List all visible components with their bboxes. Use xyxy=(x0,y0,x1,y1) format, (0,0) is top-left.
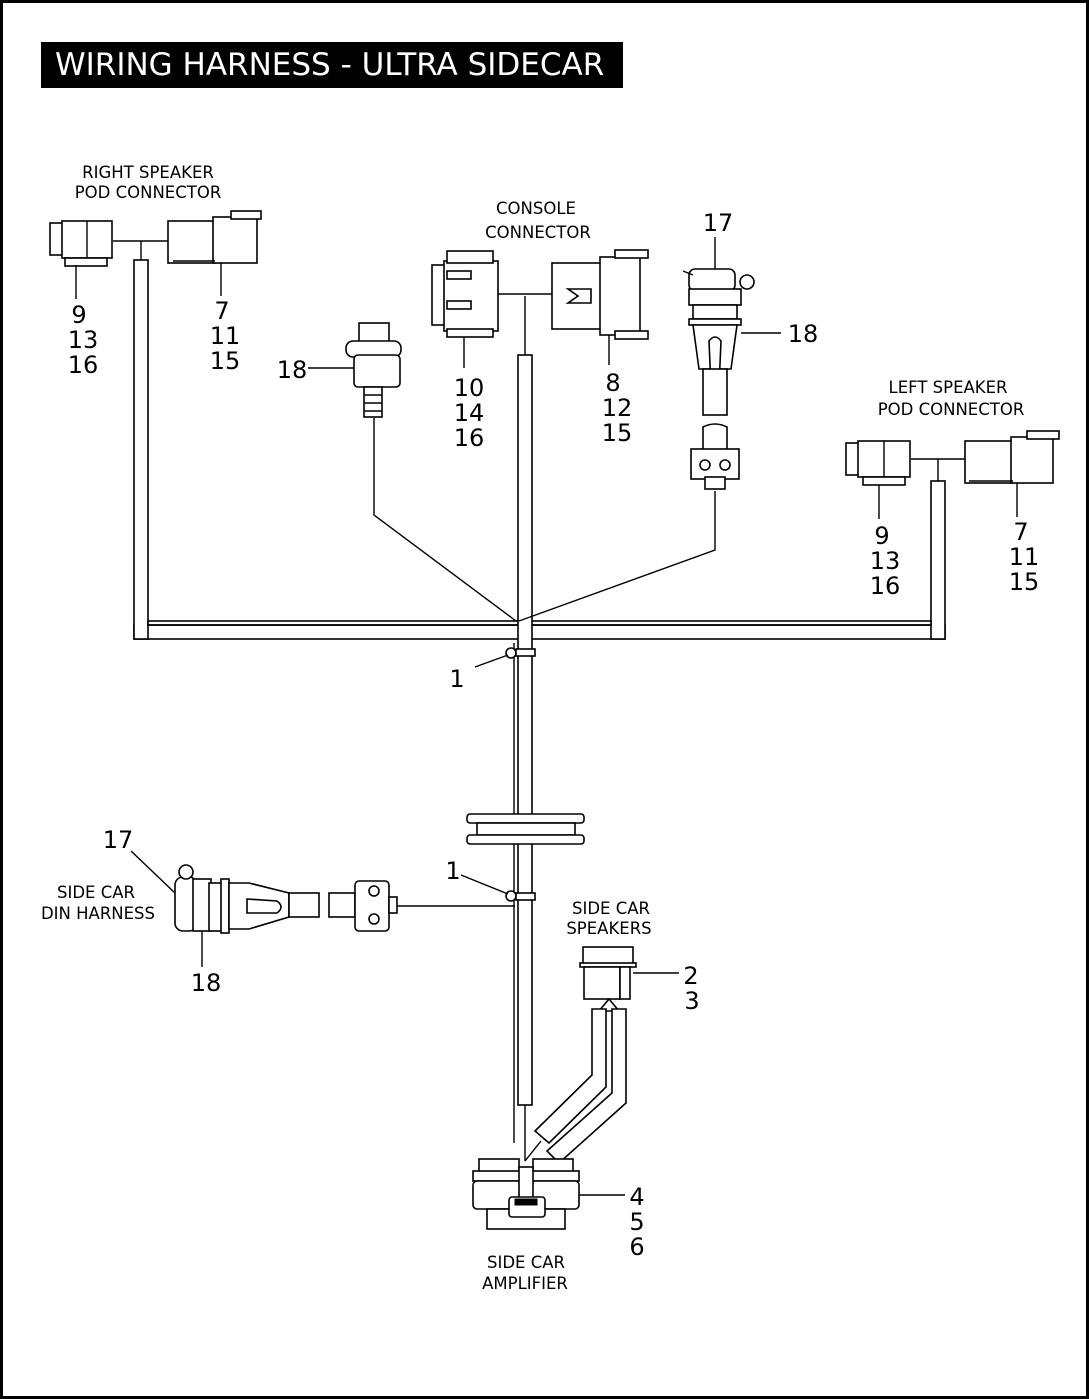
right-speaker-pod-connector xyxy=(49,210,262,299)
label-line: CONNECTOR xyxy=(485,223,591,242)
callout-number: 5 xyxy=(629,1208,644,1236)
callout-right-pod-left: 9 13 16 xyxy=(68,301,99,379)
label-side-car-speakers: SIDE CAR SPEAKERS xyxy=(566,899,651,938)
label-line: RIGHT SPEAKER xyxy=(82,163,214,182)
label-line: AMPLIFIER xyxy=(482,1274,568,1293)
callout-number: 7 xyxy=(214,297,229,325)
callout-din-top-17: 17 xyxy=(703,209,734,237)
label-line: SIDE CAR xyxy=(572,899,650,918)
callout-number: 9 xyxy=(71,301,86,329)
callout-number: 2 xyxy=(683,962,698,990)
callout-number: 15 xyxy=(1009,568,1040,596)
side-car-speakers xyxy=(533,946,679,1165)
callout-amplifier: 4 5 6 xyxy=(629,1183,644,1261)
callout-number: 16 xyxy=(870,572,901,600)
callout-number: 13 xyxy=(68,326,99,354)
callout-din-top-18: 18 xyxy=(788,320,819,348)
clip-lower xyxy=(460,874,536,902)
label-line: DIN HARNESS xyxy=(41,904,155,923)
small-connector-18 xyxy=(308,322,402,418)
callout-number: 16 xyxy=(68,351,99,379)
callout-left-pod-right: 7 11 15 xyxy=(1009,518,1040,596)
label-line: POD CONNECTOR xyxy=(75,183,222,202)
callout-small-18: 18 xyxy=(277,356,308,384)
callout-number: 10 xyxy=(454,374,485,402)
callout-number: 15 xyxy=(210,347,241,375)
label-line: LEFT SPEAKER xyxy=(889,378,1008,397)
callout-clip-upper: 1 xyxy=(449,665,464,693)
label-line: POD CONNECTOR xyxy=(878,400,1025,419)
label-side-car-amplifier: SIDE CAR AMPLIFIER xyxy=(482,1253,568,1293)
callout-speakers: 2 3 xyxy=(683,962,699,1015)
wiring-diagram: RIGHT SPEAKER POD CONNECTOR CONSOLE CONN… xyxy=(41,163,1060,1293)
label-line: SIDE CAR xyxy=(487,1253,565,1272)
callout-number: 13 xyxy=(870,547,901,575)
label-line: SIDE CAR xyxy=(57,883,135,902)
callout-right-pod-right: 7 11 15 xyxy=(210,297,241,375)
callout-number: 15 xyxy=(602,419,633,447)
left-speaker-pod-connector xyxy=(845,430,1060,519)
callout-number: 12 xyxy=(602,394,633,422)
callout-clip-lower: 1 xyxy=(445,857,460,885)
callout-number: 9 xyxy=(874,522,889,550)
callout-number: 6 xyxy=(629,1233,644,1261)
callout-number: 11 xyxy=(210,322,241,350)
callout-console-left: 10 14 16 xyxy=(454,374,485,452)
callout-number: 14 xyxy=(454,399,485,427)
page-title: WIRING HARNESS - ULTRA SIDECAR xyxy=(41,42,623,88)
clip-upper xyxy=(474,647,536,668)
side-car-amplifier xyxy=(472,1140,625,1230)
label-right-speaker-pod: RIGHT SPEAKER POD CONNECTOR xyxy=(75,163,222,202)
label-console-connector: CONSOLE CONNECTOR xyxy=(485,199,591,242)
callout-number: 11 xyxy=(1009,543,1040,571)
console-connector xyxy=(431,249,649,368)
callout-sidecar-18: 18 xyxy=(191,969,222,997)
din-connector-top xyxy=(682,237,781,490)
label-left-speaker-pod: LEFT SPEAKER POD CONNECTOR xyxy=(878,378,1025,419)
callout-left-pod-left: 9 13 16 xyxy=(870,522,901,600)
branch-wires xyxy=(113,240,965,1143)
callout-number: 8 xyxy=(605,369,620,397)
callout-number: 7 xyxy=(1013,518,1028,546)
callout-number: 4 xyxy=(629,1183,644,1211)
main-harness xyxy=(133,259,946,1161)
label-line: CONSOLE xyxy=(496,199,576,218)
label-side-car-din-harness: SIDE CAR DIN HARNESS xyxy=(41,883,155,923)
side-car-din-harness xyxy=(130,850,515,967)
callout-number: 16 xyxy=(454,424,485,452)
grommet xyxy=(466,813,585,845)
callout-number: 3 xyxy=(684,987,699,1015)
callout-console-right: 8 12 15 xyxy=(602,369,633,447)
label-line: SPEAKERS xyxy=(566,919,651,938)
callout-sidecar-17: 17 xyxy=(103,826,134,854)
